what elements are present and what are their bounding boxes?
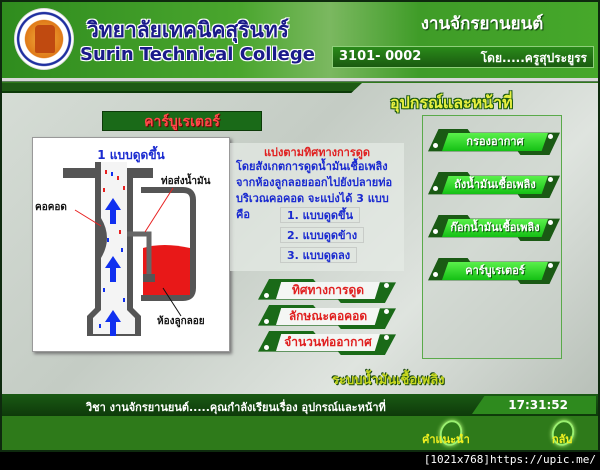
air-filter-button[interactable]: กรองอากาศ	[428, 129, 560, 155]
venturi-type-button[interactable]: ลักษณะคอคอด	[258, 305, 396, 329]
teacher-name: โดย.....ครูสุประยูรร	[480, 51, 587, 65]
college-name-en: Surin Technical College	[80, 44, 315, 65]
system-title: ระบบน้ำมันเชื้อเพลิง	[332, 373, 445, 388]
option-downdraft[interactable]: 3. แบบดูดลง	[280, 247, 358, 263]
option-updraft[interactable]: 1. แบบดูดขึ้น	[280, 207, 361, 223]
course-bar: 3101- 0002 โดย.....ครูสุประยูรร	[332, 46, 594, 68]
course-code: 3101- 0002	[339, 49, 422, 64]
watermark: [1021x768]https://upic.me/	[423, 453, 596, 466]
content-area: อุปกรณ์และหน้าที่ คาร์บูเรเตอร์ 1 แบบดูด…	[2, 83, 598, 394]
help-button[interactable]: คำแนะนำ	[420, 417, 480, 450]
header: วิทยาลัยเทคนิคสุรินทร์ Surin Technical C…	[2, 2, 598, 78]
explanation-line: โดยสังเกตการดูดน้ำมันเชื้อเพลิง	[236, 160, 388, 173]
topic-banner: คาร์บูเรเตอร์	[102, 111, 262, 131]
back-button[interactable]: กลับ	[542, 417, 582, 450]
app-window: วิทยาลัยเทคนิคสุรินทร์ Surin Technical C…	[0, 0, 600, 452]
clock: 17:31:52	[472, 396, 596, 414]
explanation-body: โดยสังเกตการดูดน้ำมันเชื้อเพลิง จากห้องล…	[236, 159, 406, 223]
air-tube-count-button[interactable]: จำนวนท่ออากาศ	[258, 331, 396, 355]
explanation-panel: แบ่งตามทิศทางการดูด โดยสังเกตการดูดน้ำมั…	[230, 143, 404, 271]
explanation-line: คือ	[236, 208, 250, 221]
section-title: อุปกรณ์และหน้าที่	[390, 93, 513, 112]
top-accent-bar	[2, 83, 362, 93]
diagram-title: 1 แบบดูดขึ้น	[97, 148, 165, 162]
status-bar: วิชา งานจักรยานยนต์.....คุณกำลังเรียนเรื…	[2, 394, 598, 416]
explanation-line: จากห้องลูกลอยออกไปยังปลายท่อ	[236, 176, 393, 189]
suction-direction-button[interactable]: ทิศทางการดูด	[258, 279, 396, 303]
label-float-chamber: ห้องลูกลอย	[157, 316, 205, 327]
carburetor-button[interactable]: คาร์บูเรเตอร์	[428, 258, 560, 284]
header-divider	[2, 78, 598, 82]
department-title: งานจักรยานยนต์	[420, 14, 544, 34]
label-fuel-pipe: ท่อส่งน้ำมัน	[161, 176, 211, 187]
explanation-line: บริเวณคอคอด จะแบ่งได้ 3 แบบ	[236, 192, 389, 205]
fuel-cock-button[interactable]: ก๊อกน้ำมันเชื้อเพลิง	[428, 215, 560, 241]
carburetor-diagram: 1 แบบดูดขึ้น	[32, 137, 230, 352]
option-sidedraft[interactable]: 2. แบบดูดข้าง	[280, 227, 365, 243]
fuel-tank-button[interactable]: ถังน้ำมันเชื้อเพลิง	[428, 172, 560, 198]
status-text: วิชา งานจักรยานยนต์.....คุณกำลังเรียนเรื…	[86, 401, 386, 414]
college-name-th: วิทยาลัยเทคนิคสุรินทร์	[87, 18, 289, 42]
updraft-carburetor-illustration	[63, 162, 196, 336]
college-logo-icon	[14, 8, 74, 70]
explanation-heading: แบ่งตามทิศทางการดูด	[263, 146, 371, 159]
label-venturi: คอคอด	[35, 202, 67, 213]
